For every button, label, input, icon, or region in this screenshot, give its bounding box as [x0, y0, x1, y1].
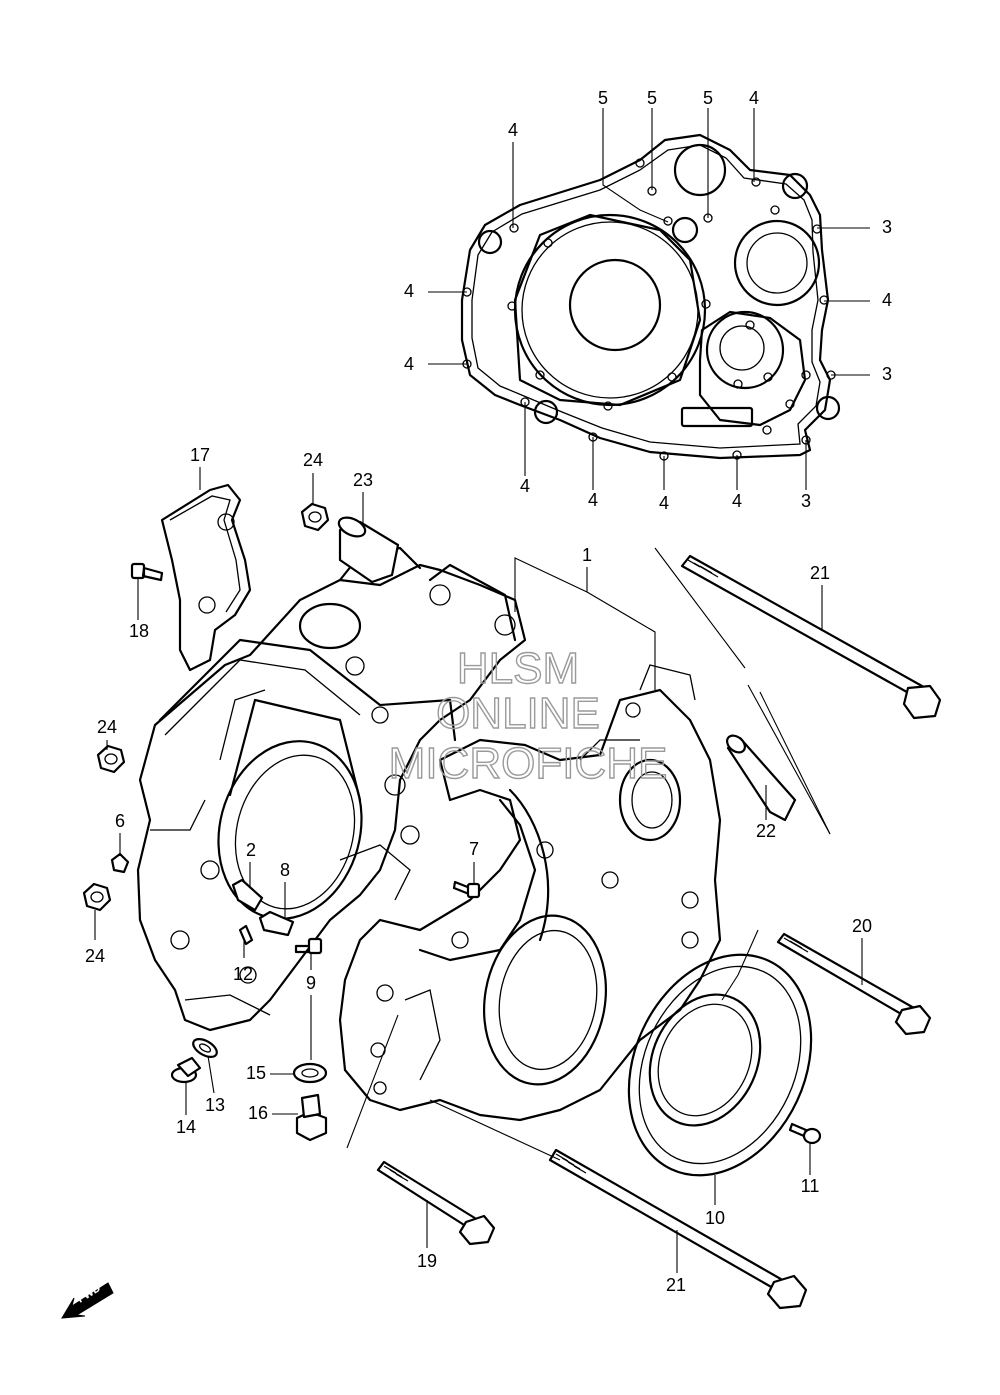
dowel-part-23 [337, 516, 400, 584]
callout-18: 18 [129, 621, 149, 641]
callout-3: 3 [882, 364, 892, 384]
callout-12: 12 [233, 964, 253, 984]
watermark: HLSM ONLINE MICROFICHE [388, 643, 668, 788]
callout-24: 24 [85, 946, 105, 966]
bracket-part-17 [160, 483, 252, 672]
crankcase-left-half [136, 546, 527, 1032]
callout-4: 4 [732, 491, 742, 511]
callout-4: 4 [749, 88, 759, 108]
callout-16: 16 [248, 1103, 268, 1123]
bolt-part-7 [452, 880, 481, 899]
callout-23: 23 [353, 470, 373, 490]
nut-part-24-mid [96, 744, 126, 774]
callout-4: 4 [404, 354, 414, 374]
plug-part-16 [295, 1093, 328, 1142]
callout-9: 9 [306, 973, 316, 993]
callout-17: 17 [190, 445, 210, 465]
callout-labels: 5 5 5 4 4 3 4 3 4 4 4 4 4 4 3 17 24 23 1… [85, 88, 892, 1295]
callout-22: 22 [756, 821, 776, 841]
stud-bolt-part-20 [776, 932, 932, 1036]
drain-plug-part-14 [170, 1056, 202, 1084]
bolt-part-9 [294, 937, 323, 955]
callout-20: 20 [852, 916, 872, 936]
stud-bolt-part-21-bottom [548, 1148, 808, 1310]
callout-1: 1 [582, 545, 592, 565]
callout-5: 5 [703, 88, 713, 108]
callout-4: 4 [404, 281, 414, 301]
bolt-part-18 [130, 562, 164, 582]
callout-5: 5 [598, 88, 608, 108]
oil-seal-plate [627, 953, 813, 1177]
stud-bolt-part-19 [376, 1160, 496, 1246]
callout-13: 13 [205, 1095, 225, 1115]
dowel-part-22 [726, 734, 797, 822]
plug-part-6 [110, 852, 130, 874]
callout-21: 21 [666, 1275, 686, 1295]
callout-4: 4 [520, 476, 530, 496]
callout-3: 3 [882, 217, 892, 237]
nut-part-24-top [300, 502, 330, 532]
callout-19: 19 [417, 1251, 437, 1271]
pin-part-12 [238, 924, 254, 946]
dowel-part-2 [231, 878, 264, 912]
stud-bolt-part-21-top [680, 554, 942, 720]
nut-part-24-low [82, 882, 112, 912]
crankcase-gasket [460, 133, 841, 461]
watermark-line-3: MICROFICHE [389, 739, 668, 788]
callout-7: 7 [469, 839, 479, 859]
callout-4: 4 [588, 490, 598, 510]
callout-24: 24 [303, 450, 323, 470]
callout-6: 6 [115, 811, 125, 831]
callout-14: 14 [176, 1117, 196, 1137]
callout-2: 2 [246, 840, 256, 860]
washer-part-13 [192, 1038, 218, 1058]
pin-part-8 [258, 910, 295, 937]
watermark-line-2: ONLINE [436, 689, 600, 738]
callout-5: 5 [647, 88, 657, 108]
fwd-arrow-icon: FWD [61, 1282, 114, 1319]
callout-11: 11 [801, 1176, 820, 1196]
callout-21: 21 [810, 563, 830, 583]
gasket-part-15 [292, 1062, 328, 1084]
callout-24: 24 [97, 717, 117, 737]
watermark-line-1: HLSM [457, 644, 579, 693]
callout-8: 8 [280, 860, 290, 880]
callout-4: 4 [882, 290, 892, 310]
callout-15: 15 [246, 1063, 266, 1083]
callout-3: 3 [801, 491, 811, 511]
leader-lines [94, 108, 870, 1273]
screw-part-11 [788, 1122, 822, 1145]
callout-4: 4 [659, 493, 669, 513]
callout-10: 10 [705, 1208, 725, 1228]
callout-4: 4 [508, 120, 518, 140]
